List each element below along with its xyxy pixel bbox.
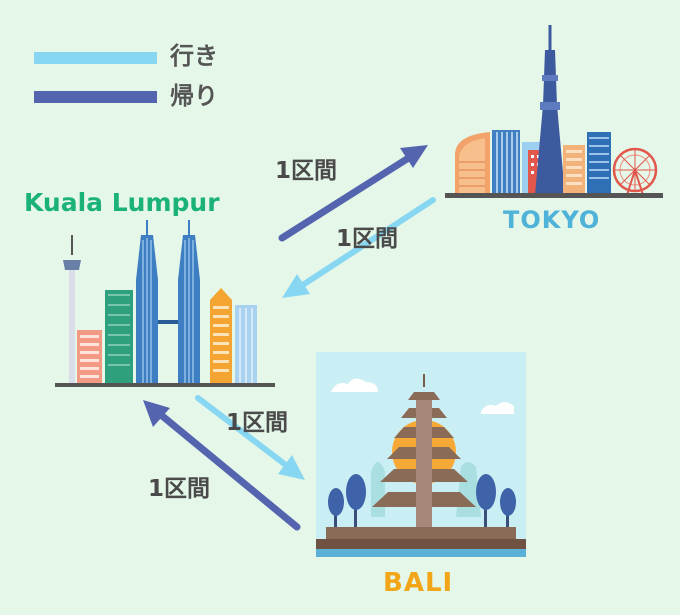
arrow-kl-to-bali bbox=[195, 395, 305, 480]
outbound-legend-label: 行き bbox=[170, 42, 218, 70]
arrow-bali-to-kl bbox=[143, 400, 301, 531]
segment-label-tokyo-to-kl: 1区間 bbox=[336, 226, 399, 252]
segment-label-bali-to-kl: 1区間 bbox=[148, 476, 211, 502]
return-legend-label: 帰り bbox=[170, 82, 218, 110]
outbound-legend-line bbox=[34, 52, 157, 64]
kuala-lumpur-skyline-illustration bbox=[55, 220, 275, 387]
tokyo-label: TOKYO bbox=[503, 206, 601, 234]
bali-temple-illustration bbox=[316, 352, 526, 557]
bali-label: BALI bbox=[383, 568, 454, 598]
return-legend-line bbox=[34, 91, 157, 103]
segment-label-kl-to-tokyo: 1区間 bbox=[275, 158, 338, 184]
arrow-tokyo-to-kl bbox=[282, 197, 436, 298]
kuala-lumpur-label: Kuala Lumpur bbox=[24, 188, 220, 217]
segment-label-kl-to-bali: 1区間 bbox=[226, 410, 289, 436]
tokyo-skyline-illustration bbox=[445, 25, 663, 198]
arrow-kl-to-tokyo bbox=[278, 145, 428, 242]
